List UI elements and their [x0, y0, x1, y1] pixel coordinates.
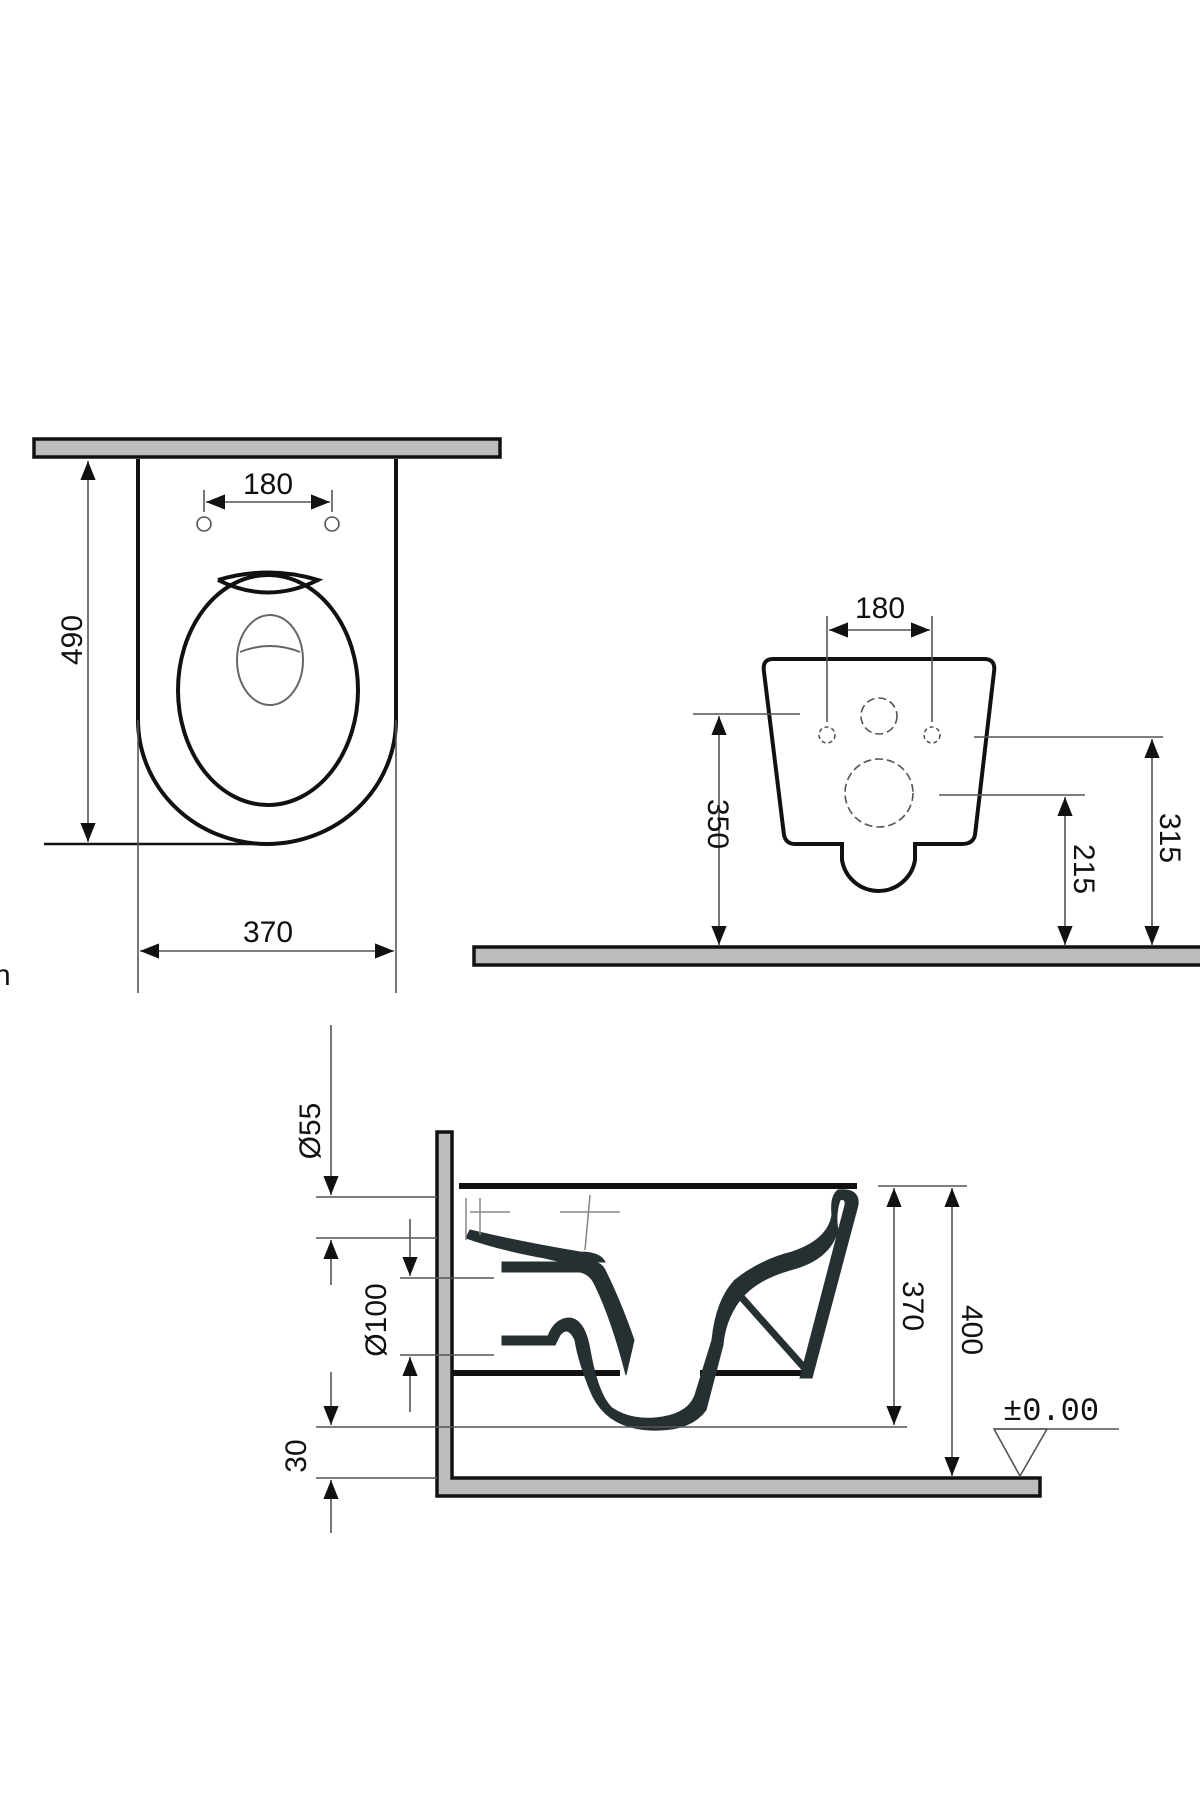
- floor-section: [472, 945, 1200, 967]
- cropped-text-fragment: n: [0, 959, 11, 992]
- front-hole-spacing-label: 180: [855, 592, 905, 625]
- inlet-circle: [860, 697, 898, 735]
- outlet-wall: [501, 1261, 635, 1376]
- body-height-label: 370: [896, 1281, 929, 1331]
- seat-outline: [176, 573, 360, 807]
- outlet-diameter-label: Ø100: [360, 1283, 393, 1356]
- inlet-detail: [465, 1194, 620, 1251]
- bowl-outlet: [236, 614, 304, 706]
- wall-floor-section: [435, 1130, 1042, 1498]
- total-height-label: 400: [955, 1305, 988, 1355]
- hole-spacing-label: 180: [243, 468, 293, 501]
- outlet-circle: [844, 758, 914, 828]
- rim-channel: [465, 1229, 606, 1264]
- inlet-diameter-label: Ø55: [294, 1103, 327, 1160]
- upper-height-label: 350: [701, 799, 734, 849]
- fixing-hole: [923, 726, 941, 744]
- bowl-trap-profile: [501, 1189, 859, 1431]
- toilet-outline: [136, 459, 398, 846]
- wall-section: [32, 437, 502, 459]
- floor-level-label: ±0.00: [1003, 1393, 1099, 1430]
- side-view: Ø55 Ø100 30 370 400 ±0.00: [280, 1025, 1119, 1533]
- depth-label: 490: [56, 615, 89, 665]
- fixing-hole: [818, 726, 836, 744]
- rim-opening: [217, 570, 324, 595]
- fixing-hole: [324, 516, 340, 532]
- toilet-front-outline: [761, 657, 997, 893]
- level-triangle-icon: [992, 1428, 1049, 1478]
- outlet-height-label: 215: [1067, 844, 1100, 894]
- front-view: 180 350 315 215: [472, 592, 1200, 967]
- top-view: 180 490 370 n: [0, 437, 502, 993]
- fixing-height-label: 315: [1153, 813, 1186, 863]
- fixing-hole: [196, 516, 212, 532]
- bottom-offset-label: 30: [280, 1439, 313, 1472]
- width-label: 370: [243, 916, 293, 949]
